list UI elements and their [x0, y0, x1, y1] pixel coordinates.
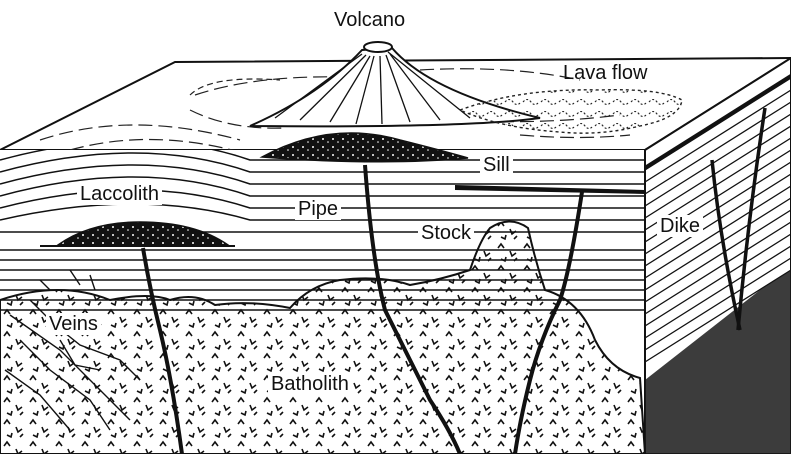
label-laccolith: Laccolith [77, 183, 162, 205]
label-pipe: Pipe [295, 198, 341, 220]
label-dike: Dike [657, 215, 703, 237]
label-batholith: Batholith [268, 373, 352, 395]
label-stock: Stock [418, 222, 474, 244]
label-sill: Sill [480, 154, 513, 176]
label-veins: Veins [46, 313, 101, 335]
label-lava-flow: Lava flow [563, 63, 648, 83]
label-volcano: Volcano [334, 10, 405, 30]
